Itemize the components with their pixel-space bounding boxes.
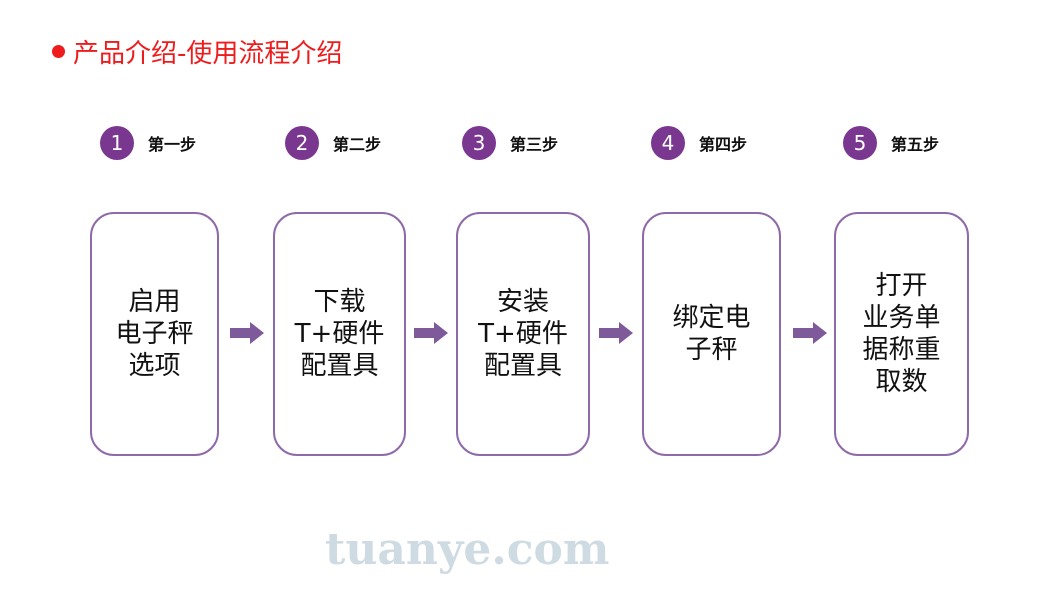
step-box-text: 电子秤	[115, 319, 194, 349]
step-label: 第一步	[148, 135, 197, 154]
step-number-badge: 2	[285, 126, 319, 160]
step-box-text: 据称重	[862, 335, 941, 365]
step-label: 第四步	[699, 135, 748, 154]
page-title-text: 产品介绍-使用流程介绍	[73, 38, 343, 69]
step-box-text: 业务单	[862, 303, 941, 333]
right-arrow-icon	[230, 322, 264, 344]
step-box-4: 绑定电 子秤	[642, 212, 781, 456]
step-label: 第五步	[891, 135, 940, 154]
right-arrow-icon	[793, 322, 827, 344]
bullet-dot-icon	[52, 44, 65, 58]
step-box-1: 启用 电子秤 选项	[90, 212, 219, 456]
step-header-2: 2 第二步	[285, 126, 381, 160]
page-title: 产品介绍-使用流程介绍	[52, 34, 343, 69]
step-box-text: 下载	[313, 287, 366, 317]
step-header-1: 1 第一步	[100, 126, 196, 160]
step-number-badge: 1	[100, 126, 134, 160]
step-box-5: 打开 业务单 据称重 取数	[834, 212, 969, 456]
step-box-text: T+硬件	[294, 319, 385, 349]
step-box-text: 绑定电	[672, 303, 751, 333]
right-arrow-icon	[599, 322, 633, 344]
step-number-badge: 4	[651, 126, 685, 160]
step-box-text: 取数	[875, 367, 928, 397]
step-box-text: 启用	[128, 287, 181, 317]
step-box-text: 配置具	[483, 351, 562, 381]
step-label: 第二步	[333, 135, 382, 154]
step-number-badge: 5	[843, 126, 877, 160]
step-box-text: 打开	[875, 271, 928, 301]
step-header-5: 5 第五步	[843, 126, 939, 160]
step-box-text: 安装	[496, 287, 549, 317]
step-box-2: 下载 T+硬件 配置具	[273, 212, 406, 456]
step-header-4: 4 第四步	[651, 126, 747, 160]
step-box-text: 配置具	[300, 351, 379, 381]
watermark: tuanye.com	[325, 524, 610, 575]
step-number-badge: 3	[462, 126, 496, 160]
step-box-text: 子秤	[685, 335, 738, 365]
step-box-3: 安装 T+硬件 配置具	[456, 212, 590, 456]
step-label: 第三步	[510, 135, 559, 154]
step-box-text: 选项	[128, 351, 181, 381]
step-header-3: 3 第三步	[462, 126, 558, 160]
step-box-text: T+硬件	[478, 319, 568, 349]
right-arrow-icon	[414, 322, 448, 344]
